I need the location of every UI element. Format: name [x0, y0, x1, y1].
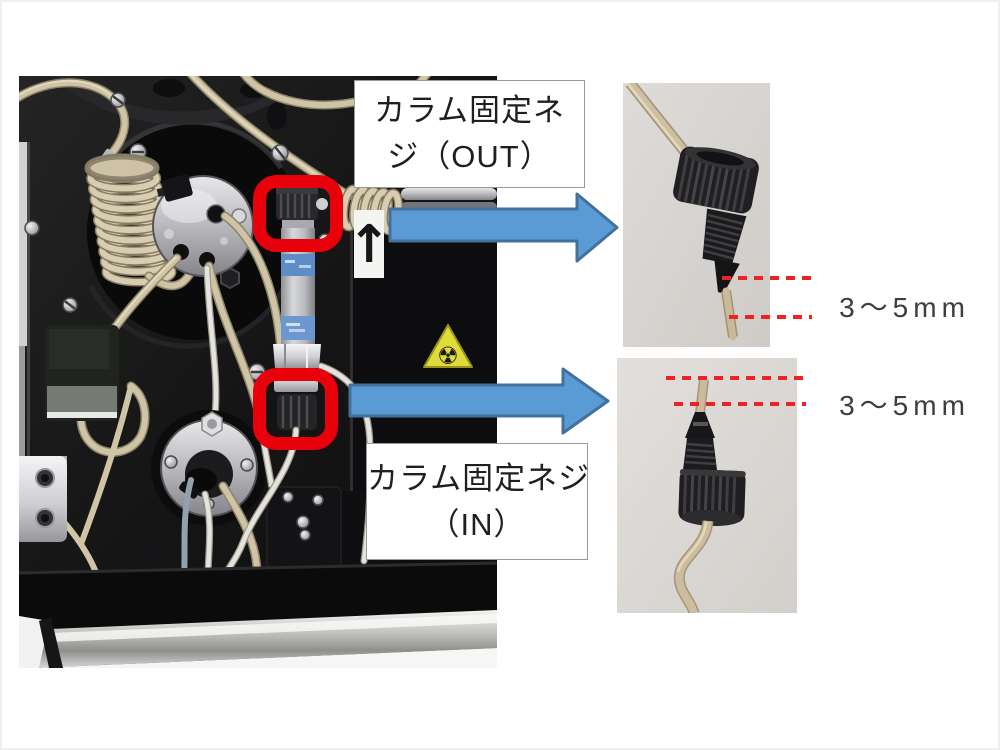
fitting-out — [625, 83, 759, 341]
flow-direction-sticker: ↑ — [347, 210, 391, 278]
tubing-protrusion-out — [722, 287, 737, 341]
hinge-bracket — [19, 456, 67, 542]
left-frame-edge — [19, 142, 30, 472]
closeup-photo-out-fitting — [623, 83, 770, 347]
measurement-label-out: 3～5mm — [839, 292, 970, 323]
threaded-shaft-in — [683, 438, 717, 470]
callout-in-line2: （IN） — [428, 507, 526, 542]
column-label-band-lower — [281, 316, 315, 340]
closeup-photo-in-fitting — [617, 358, 797, 613]
callout-out-line1: カラム固定ネ — [373, 93, 566, 128]
threaded-shaft-out — [702, 208, 747, 265]
warning-label: ☢ — [423, 324, 473, 370]
callout-out-line2: ジ（OUT） — [387, 139, 552, 174]
tubing-protrusion-in — [696, 376, 708, 417]
injection-valve — [152, 174, 254, 277]
callout-label-in: カラム固定ネジ （IN） — [366, 443, 591, 560]
callout-label-out: カラム固定ネ ジ（OUT） — [354, 80, 585, 188]
callout-in-line1: カラム固定ネジ — [367, 461, 591, 496]
panel-screws — [24, 92, 463, 381]
warning-radiation-icon: ☢ — [437, 342, 459, 370]
measurement-label-in: 3～5mm — [839, 390, 970, 421]
highlight-column-screw-out — [253, 175, 343, 252]
knurled-cap-in — [678, 468, 746, 527]
solvent-bottle — [45, 325, 119, 421]
column-label-band-upper — [281, 254, 315, 276]
instrument-base — [19, 561, 497, 668]
knurled-cap-out — [673, 146, 759, 214]
fitting-in — [673, 376, 746, 613]
flow-direction-arrow-icon: ↑ — [347, 215, 391, 275]
highlight-column-screw-in — [253, 368, 338, 450]
tubing-tail-in — [675, 520, 712, 613]
